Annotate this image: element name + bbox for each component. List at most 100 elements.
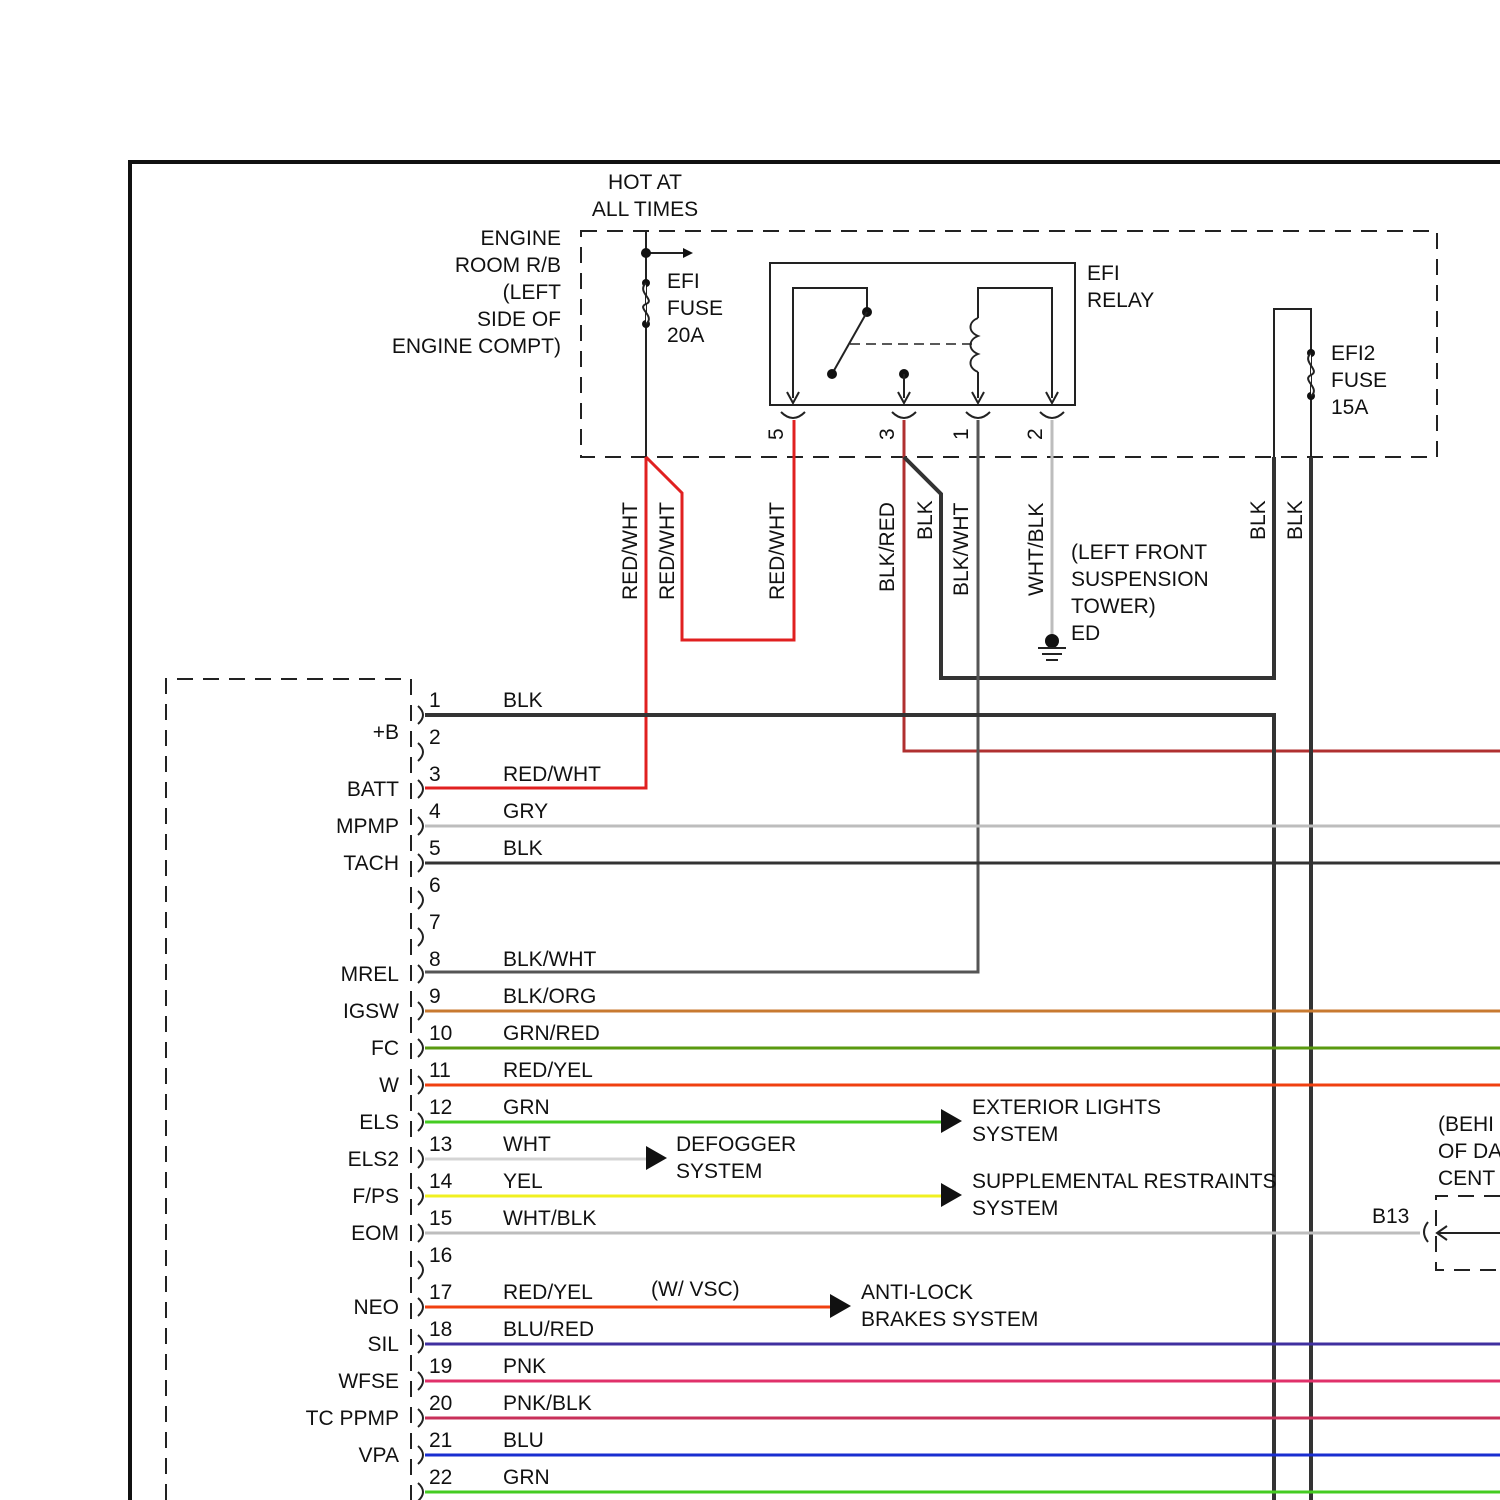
pin-signal-name: SIL [367, 1333, 399, 1356]
arrow-exterior-lights [941, 1109, 962, 1133]
pin-number: 21 [429, 1429, 452, 1452]
efi2-fuse-label-line1: EFI2 [1331, 342, 1375, 365]
pin-wire-color-label: BLU [503, 1429, 544, 1452]
relay-pin-1: 1 [950, 428, 973, 440]
pin-signal-name: FC [371, 1037, 399, 1060]
pin-signal-name: MPMP [336, 815, 399, 838]
pin-number: 2 [429, 726, 441, 749]
w-vsc-label: (W/ VSC) [651, 1278, 740, 1301]
pin-signal-name: IGSW [343, 1000, 399, 1023]
defogger-label-line2: SYSTEM [676, 1160, 762, 1183]
arrow-srs [941, 1183, 962, 1207]
connector-socket [418, 1187, 423, 1205]
engine-room-label-line1: ENGINE [480, 227, 561, 250]
pin-signal-name: ELS [359, 1111, 399, 1134]
pin-number: 7 [429, 911, 441, 934]
pin-number: 8 [429, 948, 441, 971]
pin-number: 20 [429, 1392, 452, 1415]
connector-socket [418, 1409, 423, 1427]
pin-number: 1 [429, 689, 441, 712]
connector-socket [418, 891, 423, 909]
relay-pin-3: 3 [876, 428, 899, 440]
pin-signal-name: NEO [353, 1296, 399, 1319]
connector-socket [418, 1076, 423, 1094]
hot-at-all-times-line2: ALL TIMES [592, 198, 698, 221]
pin-number: 9 [429, 985, 441, 1008]
arrow-defogger [646, 1146, 667, 1170]
srs-label-line2: SYSTEM [972, 1197, 1058, 1220]
wire-label-red-wht-1: RED/WHT [619, 502, 642, 600]
ground-label-line4: ED [1071, 622, 1100, 645]
behind-label-line2: OF DA [1438, 1140, 1500, 1163]
relay-pin-5: 5 [765, 428, 788, 440]
pin-wire-color-label: WHT [503, 1133, 551, 1156]
pin-number: 18 [429, 1318, 452, 1341]
wire-label-wht-blk: WHT/BLK [1025, 503, 1048, 596]
defogger-label-line1: DEFOGGER [676, 1133, 796, 1156]
pin-number: 16 [429, 1244, 452, 1267]
wire-label-red-wht-2: RED/WHT [656, 502, 679, 600]
connector-socket [418, 854, 423, 872]
abs-label-line1: ANTI-LOCK [861, 1281, 973, 1304]
engine-room-label-line5: ENGINE COMPT) [392, 335, 561, 358]
pin-wire-color-label: GRN [503, 1466, 550, 1489]
pin-wire-color-label: BLU/RED [503, 1318, 594, 1341]
connector-socket [418, 1372, 423, 1390]
engine-room-label-line3: (LEFT [503, 281, 562, 304]
pin-number: 4 [429, 800, 441, 823]
efi2-fuse-label-line3: 15A [1331, 396, 1368, 419]
pin-wire-color-label: GRN [503, 1096, 550, 1119]
ground-label-line2: SUSPENSION [1071, 568, 1209, 591]
connector-socket [418, 1039, 423, 1057]
wire-red-wht-batt [425, 457, 646, 788]
connector-socket [418, 743, 423, 761]
behind-label-line3: CENT [1438, 1167, 1495, 1190]
hot-at-all-times-line1: HOT AT [608, 171, 682, 194]
connector-socket [418, 1483, 423, 1500]
abs-label-line2: BRAKES SYSTEM [861, 1308, 1038, 1331]
pin-wire-color-label: WHT/BLK [503, 1207, 596, 1230]
ground-label-line3: TOWER) [1071, 595, 1156, 618]
pin-wire-color-label: YEL [503, 1170, 543, 1193]
pin-signal-name: +B [373, 721, 399, 744]
wire-label-blk-1: BLK [914, 500, 937, 540]
pin-wire-color-label: BLK [503, 837, 543, 860]
wire-label-blk-red: BLK/RED [876, 502, 899, 592]
pin-wire-color-label: BLK [503, 689, 543, 712]
pin-wire-color-label: GRN/RED [503, 1022, 600, 1045]
arrow-abs [830, 1294, 851, 1318]
connector-socket [418, 1335, 423, 1353]
relay-pin-2: 2 [1024, 428, 1047, 440]
connector-socket [418, 780, 423, 798]
srs-label-line1: SUPPLEMENTAL RESTRAINTS [972, 1170, 1277, 1193]
pin-wire-color-label: PNK/BLK [503, 1392, 592, 1415]
ground-label-line1: (LEFT FRONT [1071, 541, 1207, 564]
wire-label-red-wht-3: RED/WHT [766, 502, 789, 600]
pin-wire-color-label: PNK [503, 1355, 546, 1378]
connector-socket [418, 1261, 423, 1279]
pin-wire-color-label: RED/YEL [503, 1281, 593, 1304]
pin-number: 19 [429, 1355, 452, 1378]
pin-signal-name: ELS2 [348, 1148, 399, 1171]
pin-signal-name: TACH [343, 852, 399, 875]
pin-number: 10 [429, 1022, 452, 1045]
pin-number: 17 [429, 1281, 452, 1304]
efi-relay: EFI RELAY 5 3 1 2 [765, 262, 1154, 440]
connector-socket [418, 706, 423, 724]
exterior-lights-label-line1: EXTERIOR LIGHTS [972, 1096, 1161, 1119]
efi-fuse-label-line3: 20A [667, 324, 704, 347]
efi-fuse: EFI FUSE 20A [641, 231, 723, 460]
destination-labels: EXTERIOR LIGHTS SYSTEM DEFOGGER SYSTEM S… [646, 1096, 1500, 1331]
pin-signal-name: EOM [351, 1222, 399, 1245]
pin-signal-name: W [379, 1074, 399, 1097]
pin-number: 14 [429, 1170, 453, 1193]
pin-signal-name: BATT [347, 778, 399, 801]
engine-room-label-line2: ROOM R/B [455, 254, 561, 277]
ground-symbol: (LEFT FRONT SUSPENSION TOWER) ED [1038, 541, 1209, 660]
wire-label-blk-2: BLK [1247, 500, 1270, 540]
behind-label-line1: (BEHI [1438, 1113, 1494, 1136]
efi-fuse-label-line1: EFI [667, 270, 700, 293]
efi-fuse-label-line2: FUSE [667, 297, 723, 320]
exterior-lights-label-line2: SYSTEM [972, 1123, 1058, 1146]
